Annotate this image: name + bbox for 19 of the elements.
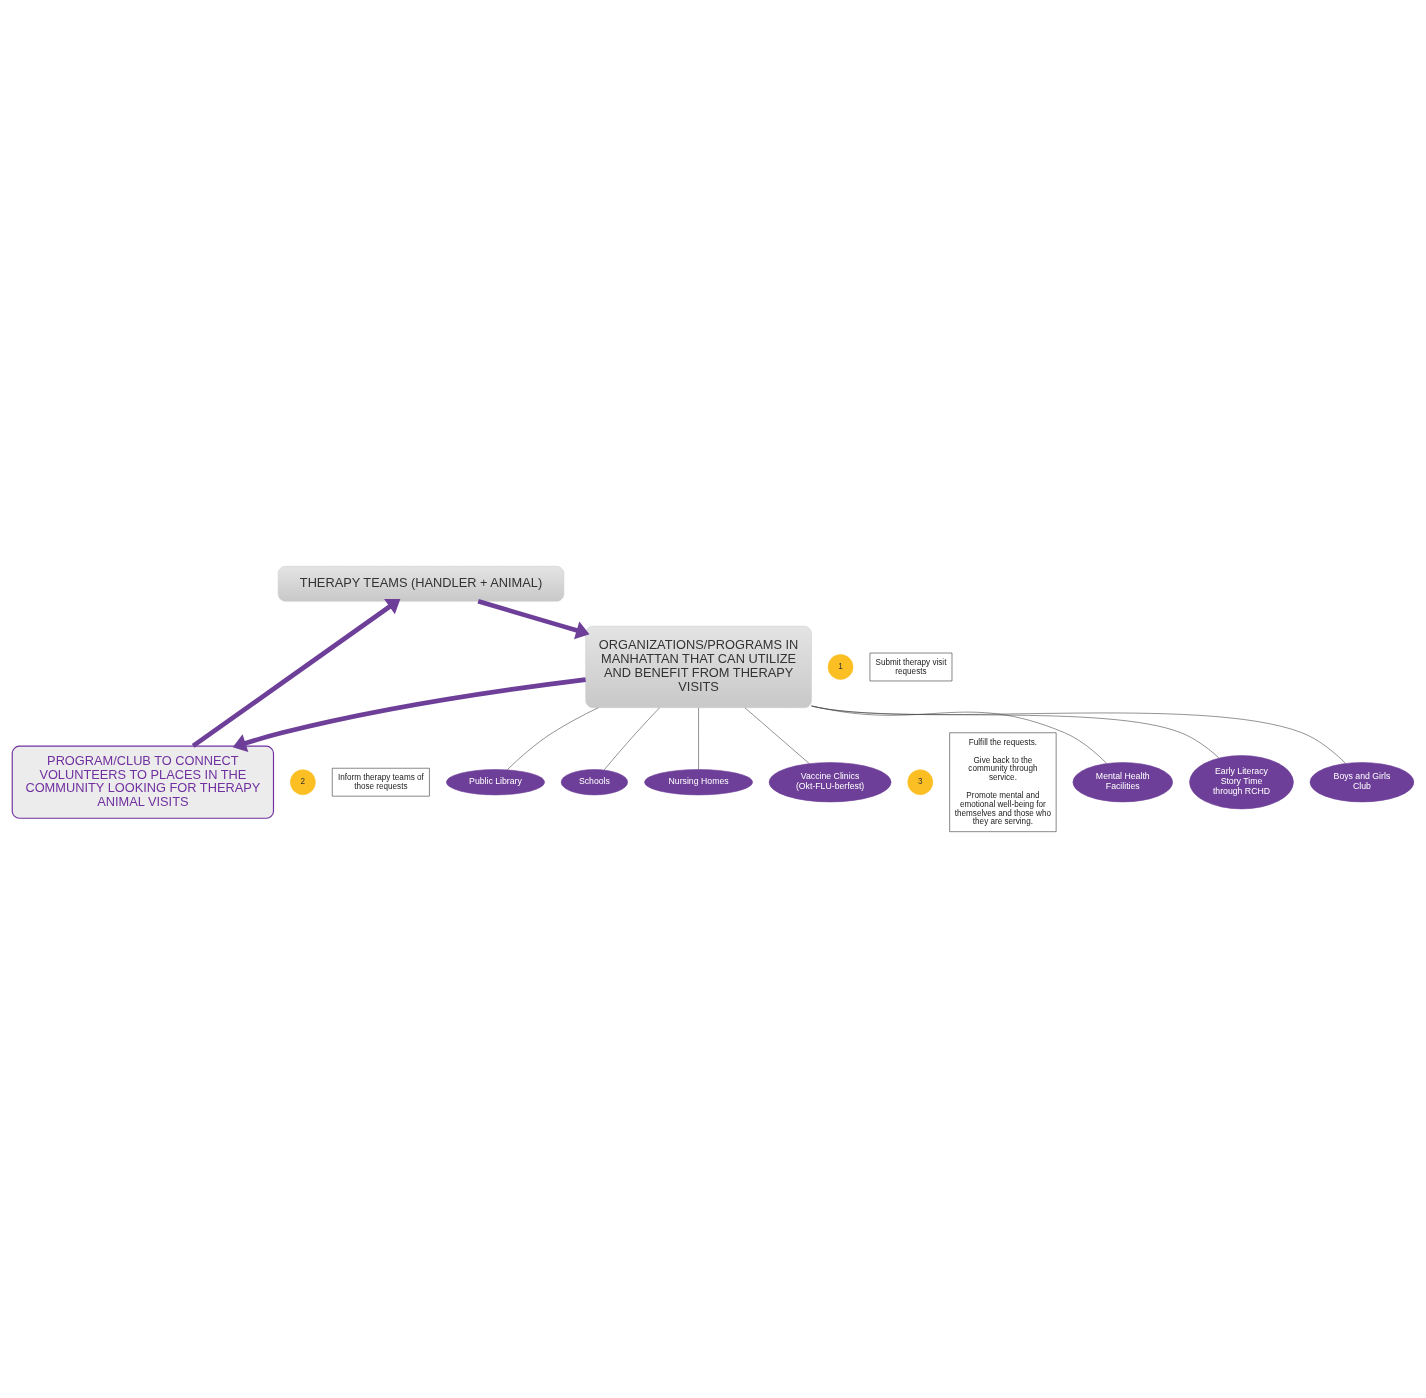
node-ellipse: Mental Health Facilities — [1072, 762, 1173, 803]
connector — [698, 707, 699, 770]
node-box: PROGRAM/CLUB TO CONNECT VOLUNTEERS TO PLACES IN THE COMMUNITY LOOKING FOR THERAPY ANIMAL VISITS — [11, 745, 275, 819]
node-ellipse: Early Literacy Story Time through RCHD — [1189, 755, 1294, 810]
arrow — [477, 599, 590, 640]
connector — [603, 707, 660, 771]
connector — [811, 705, 1346, 764]
node-box: ORGANIZATIONS/PROGRAMS IN MANHATTAN THAT CAN UTILIZE AND BENEFIT FROM THERAPY VISITS — [585, 625, 812, 708]
connector — [507, 707, 599, 770]
node-ellipse: Boys and Girls Club — [1309, 762, 1415, 803]
arrow — [232, 677, 586, 753]
connector — [744, 707, 810, 764]
arrow — [191, 599, 401, 748]
node-ellipse: Vaccine Clinics (Okt-FLU-berfest) — [768, 762, 892, 803]
node-box: THERAPY TEAMS (HANDLER + ANIMAL) — [277, 566, 565, 602]
connector — [811, 705, 1107, 764]
node-ellipse: Public Library — [446, 769, 545, 796]
node-ellipse: Schools — [560, 769, 628, 796]
node-ellipse: Nursing Homes — [644, 769, 753, 796]
